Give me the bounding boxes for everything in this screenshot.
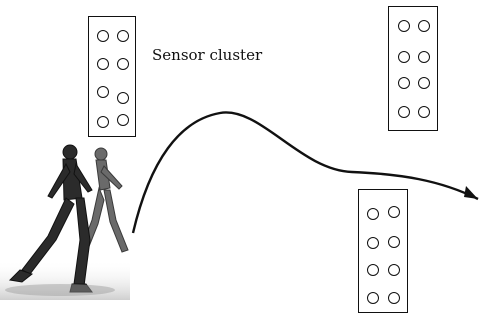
sensor-cluster-label: Sensor cluster [152, 46, 263, 64]
sensor-cluster-bottom-right [358, 189, 408, 313]
sensor-circle [367, 237, 379, 249]
sensor-circle [117, 92, 129, 104]
sensor-circle [97, 30, 109, 42]
sensor-circle [97, 116, 109, 128]
sensor-circle [418, 106, 430, 118]
sensor-circle [97, 58, 109, 70]
walker-front [8, 144, 93, 293]
trajectory-curve [131, 111, 479, 234]
trajectory-arrowhead-icon [464, 186, 478, 199]
sensor-circle [388, 264, 400, 276]
sensor-circle [398, 51, 410, 63]
sensor-circle [117, 30, 129, 42]
ground-shadow [5, 284, 115, 296]
sensor-circle [97, 86, 109, 98]
sensor-circle [398, 77, 410, 89]
sensor-circle [388, 236, 400, 248]
walking-people-image [0, 144, 130, 300]
sensor-circle [367, 208, 379, 220]
sensor-circle [388, 292, 400, 304]
sensor-circle [367, 292, 379, 304]
sensor-circle [367, 264, 379, 276]
sensor-cluster-top-right [388, 6, 438, 131]
sensor-circle [117, 58, 129, 70]
sensor-circle [117, 114, 129, 126]
sensor-cluster-top-left [88, 16, 136, 137]
sensor-circle [388, 206, 400, 218]
sensor-circle [418, 77, 430, 89]
sensor-circle [398, 106, 410, 118]
sensor-circle [418, 51, 430, 63]
sensor-circle [398, 20, 410, 32]
sensor-circle [418, 20, 430, 32]
